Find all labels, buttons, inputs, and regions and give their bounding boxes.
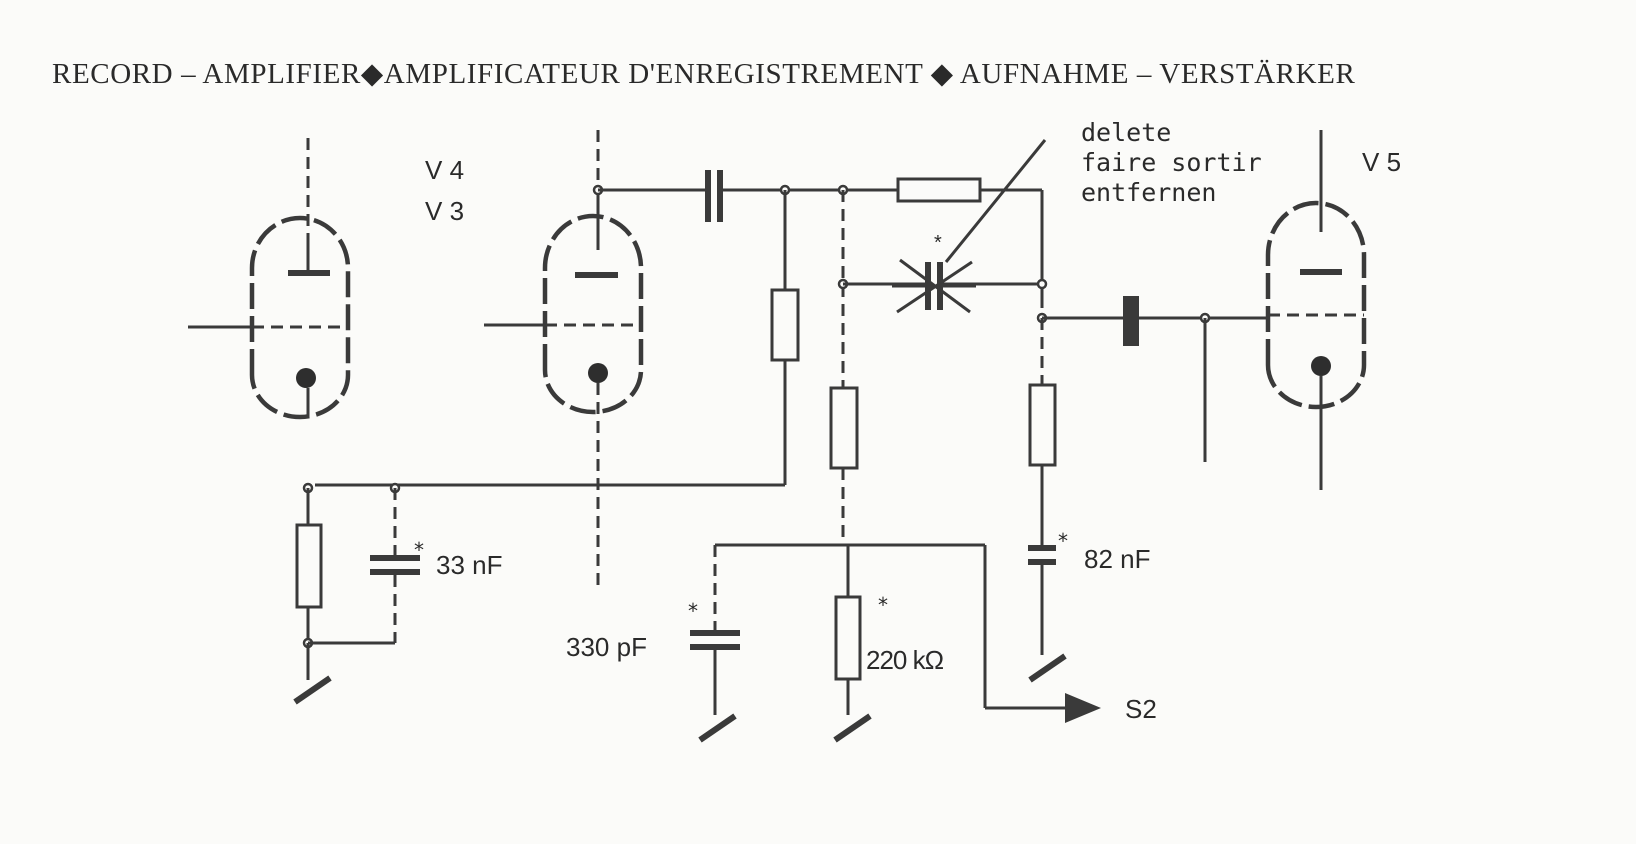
note-line-1: delete: [1081, 118, 1172, 147]
note-line-2: faire sortir: [1081, 148, 1262, 177]
label-v4: V 4: [425, 155, 465, 185]
diagram-title: RECORD – AMPLIFIER◆AMPLIFICATEUR D'ENREG…: [52, 58, 1356, 90]
star-33: *: [414, 538, 424, 562]
label-220k: 220 kΩ: [866, 645, 944, 675]
bottom-network: * *: [688, 543, 1101, 743]
v5-coupling: *: [1028, 296, 1268, 683]
output-s2: S2: [1125, 694, 1157, 724]
tube-v5: [1265, 130, 1367, 490]
delete-marker: *: [934, 232, 942, 254]
label-82nf: 82 nF: [1084, 544, 1151, 574]
label-v3: V 3: [425, 196, 465, 226]
tube-v4-v3: [188, 138, 351, 420]
label-v5: V 5: [1362, 147, 1402, 177]
label-33nf: 33 nF: [436, 550, 503, 580]
note-line-3: entfernen: [1081, 178, 1217, 207]
delete-note: delete faire sortir entfernen: [1081, 118, 1262, 208]
star-220: *: [878, 593, 888, 617]
tube-middle: [484, 130, 644, 585]
star-82: *: [1058, 529, 1068, 553]
label-330pf: 330 pF: [566, 632, 647, 662]
cathode-network: *: [293, 482, 424, 705]
star-330: *: [688, 599, 698, 623]
deleted-trimmer: [837, 139, 1048, 314]
